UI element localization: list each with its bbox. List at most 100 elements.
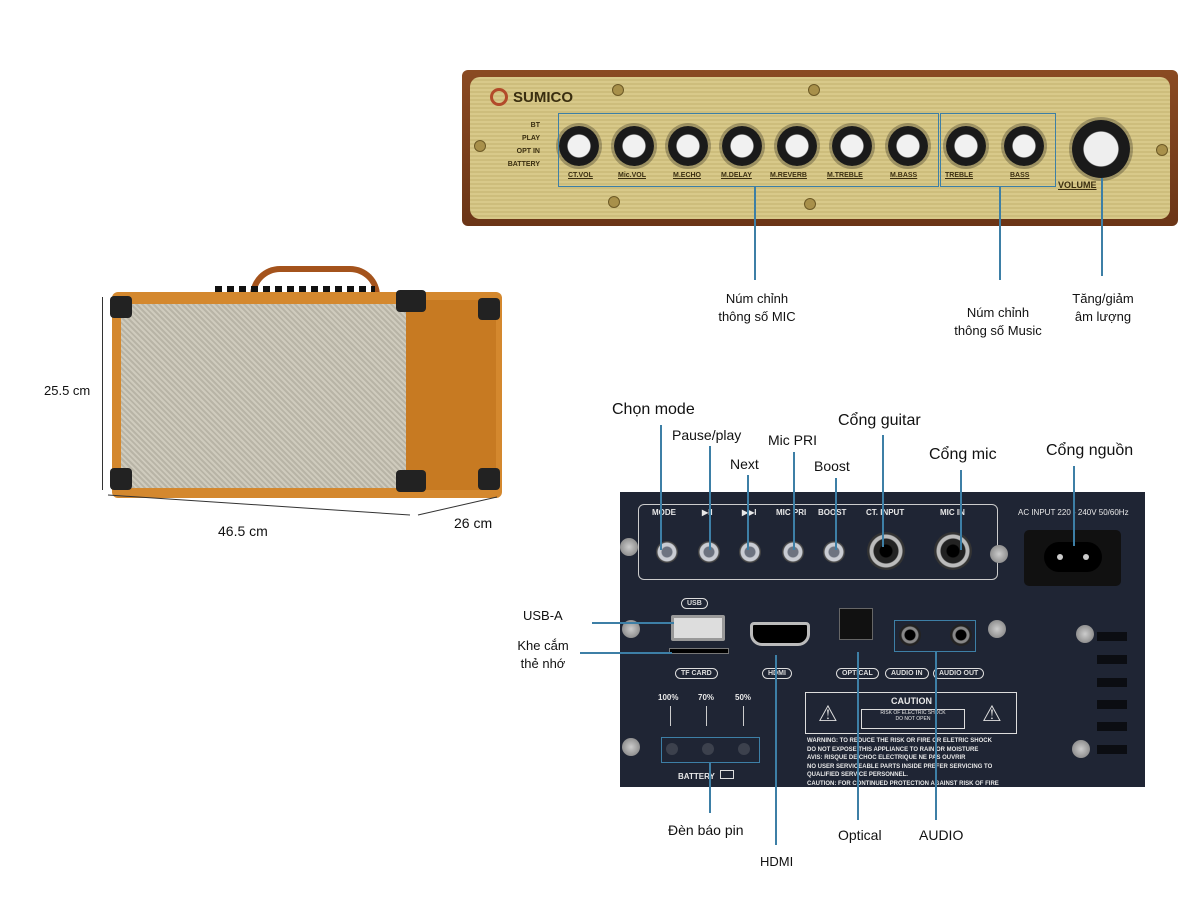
knob-mic-vol[interactable]: [614, 126, 654, 166]
corner-guard: [478, 298, 500, 320]
callout-usb-a: USB-A: [523, 608, 563, 623]
vent-slot: [1097, 745, 1127, 754]
callout-line: [960, 470, 962, 550]
mode-button[interactable]: [656, 541, 678, 563]
usb-a-port[interactable]: [671, 615, 725, 641]
height-label: 25.5 cm: [44, 383, 91, 398]
callout-line-1: Khe cắm: [517, 638, 569, 653]
callout-volume: Tăng/giảm âm lượng: [1064, 290, 1142, 326]
callout-audio: AUDIO: [919, 827, 964, 843]
screw-icon: [808, 84, 820, 96]
knob-label: M.REVERB: [770, 172, 807, 179]
indicator-bt: BT: [530, 122, 540, 129]
usb-label: USB: [681, 598, 708, 609]
audio-in-jack[interactable]: [899, 624, 921, 646]
knob-bass[interactable]: [1004, 126, 1044, 166]
mic-input-jack[interactable]: [934, 532, 972, 570]
knob-m-bass[interactable]: [888, 126, 928, 166]
callout-line-2: thông số Music: [954, 323, 1042, 338]
height-dimension-line: [102, 297, 103, 490]
warning-line: QUALIFIED SERVICE PERSONNEL.: [807, 772, 908, 778]
callout-line: [709, 763, 711, 813]
tf-card-slot[interactable]: [669, 648, 729, 654]
callout-line-1: Núm chỉnh: [966, 305, 1030, 320]
callout-line: [793, 452, 795, 550]
knob-ct-vol[interactable]: [559, 126, 599, 166]
battery-level-100: 100%: [658, 693, 679, 702]
hdmi-label: HDMI: [762, 668, 792, 679]
pause-play-button[interactable]: [698, 541, 720, 563]
guitar-input-jack[interactable]: [867, 532, 905, 570]
speaker-grille: [121, 304, 406, 488]
speaker-side: [406, 300, 496, 490]
knob-m-treble[interactable]: [832, 126, 872, 166]
screw-icon: [1156, 144, 1168, 156]
callout-next: Next: [730, 456, 759, 472]
audio-out-label: AUDIO OUT: [933, 668, 985, 679]
caution-line: RISK OF ELECTRIC SHOCK: [880, 710, 946, 716]
audio-out-jack[interactable]: [950, 624, 972, 646]
knob-m-reverb[interactable]: [777, 126, 817, 166]
depth-label: 26 cm: [454, 515, 493, 531]
battery-led: [738, 743, 750, 755]
vent-slot: [1097, 722, 1127, 731]
battery-led: [702, 743, 714, 755]
control-group-outline: [638, 504, 998, 580]
callout-pause-play: Pause/play: [672, 427, 742, 443]
panel-label-next: ▶▶I: [742, 508, 757, 517]
callout-hdmi: HDMI: [760, 854, 794, 869]
vent-slot: [1097, 655, 1127, 664]
knob-volume[interactable]: [1072, 120, 1130, 178]
indicator-play: PLAY: [521, 135, 540, 142]
callout-mic: Cổng mic: [929, 446, 997, 463]
vent-slot: [1097, 632, 1127, 641]
callout-optical: Optical: [838, 827, 882, 843]
panel-label-play: ▶II: [702, 508, 713, 517]
screw-icon: [622, 620, 640, 638]
volume-label: VOLUME: [1058, 180, 1097, 190]
warning-line: CAUTION: FOR CONTINUED PROTECTION AGAINS…: [807, 780, 999, 787]
width-label: 46.5 cm: [218, 523, 268, 539]
callout-line: [775, 655, 777, 845]
knob-label: CT.VOL: [568, 172, 593, 179]
boost-button[interactable]: [823, 541, 845, 563]
warning-line: DO NOT EXPOSE THIS APPLIANCE TO RAIN OR …: [807, 746, 979, 753]
callout-line: [1073, 466, 1075, 546]
screw-icon: [608, 196, 620, 208]
callout-line-2: âm lượng: [1074, 309, 1132, 324]
panel-label-mic-pri: MIC PRI: [776, 508, 807, 517]
callout-line: [747, 475, 749, 550]
callout-line-1: Tăng/giảm: [1072, 291, 1134, 306]
callout-line: [857, 652, 859, 820]
callout-sd-slot: Khe cắm thẻ nhớ: [514, 637, 572, 673]
screw-icon: [988, 620, 1006, 638]
audio-highlight: [894, 620, 976, 652]
warning-text: WARNING: TO REDUCE THE RISK OR FIRE OR E…: [807, 737, 999, 788]
knob-label: M.ECHO: [673, 172, 701, 179]
battery-level-70: 70%: [698, 693, 715, 702]
battery-label: BATTERY: [678, 772, 715, 781]
power-socket[interactable]: [1024, 530, 1121, 586]
battery-level-50: 50%: [735, 693, 752, 702]
next-button[interactable]: [739, 541, 761, 563]
hdmi-port[interactable]: [750, 622, 810, 646]
knob-label: Mic.VOL: [618, 172, 647, 179]
callout-music-knobs: Núm chỉnh thông số Music: [946, 304, 1050, 340]
screw-icon: [474, 140, 486, 152]
knob-treble[interactable]: [946, 126, 986, 166]
corner-guard: [396, 290, 426, 312]
speaker-handle: [250, 266, 380, 300]
mic-pri-button[interactable]: [782, 541, 804, 563]
callout-line-2: thẻ nhớ: [520, 656, 566, 671]
callout-line: [999, 187, 1001, 280]
knob-m-delay[interactable]: [722, 126, 762, 166]
callout-line: [580, 652, 672, 654]
screw-icon: [622, 738, 640, 756]
screw-icon: [1076, 625, 1094, 643]
optical-port[interactable]: [839, 608, 873, 640]
knob-m-echo[interactable]: [668, 126, 708, 166]
screw-icon: [804, 198, 816, 210]
callout-line: [1101, 178, 1103, 276]
knob-label: M.DELAY: [721, 172, 752, 179]
callout-line: [660, 425, 662, 550]
